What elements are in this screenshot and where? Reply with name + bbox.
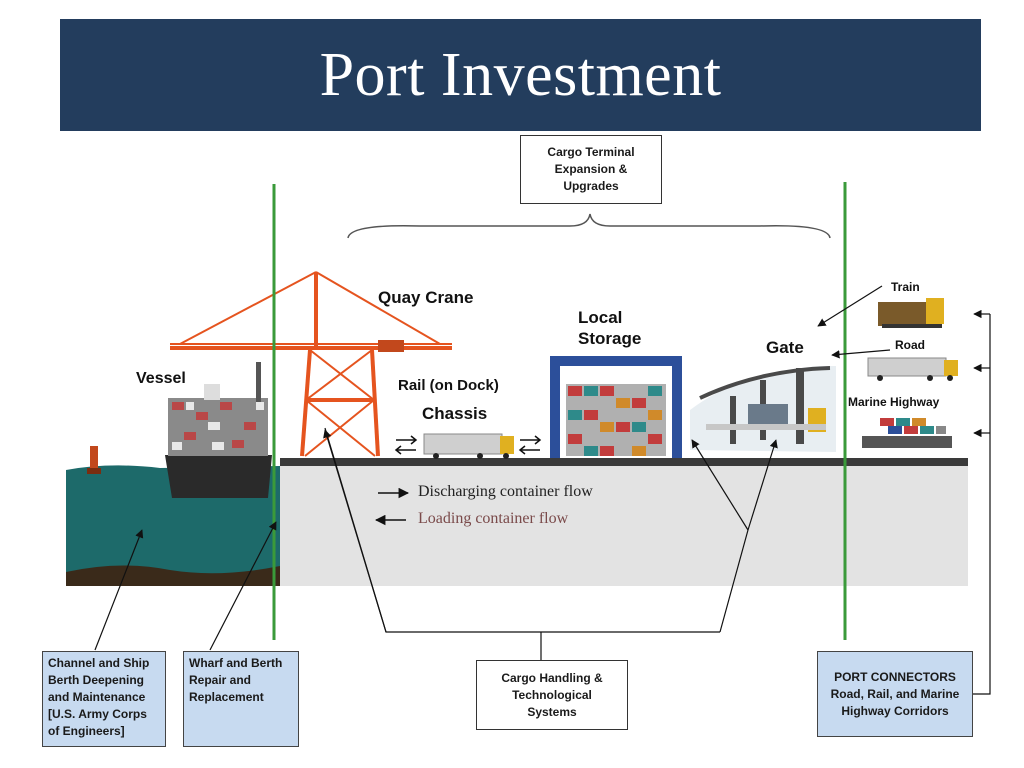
chassis-exchange-arrows <box>394 435 542 455</box>
loading-flow-label: Loading container flow <box>418 510 569 527</box>
label-road: Road <box>895 338 925 352</box>
label-marine-highway: Marine Highway <box>848 395 940 409</box>
seabed <box>66 565 280 586</box>
label-vessel: Vessel <box>136 370 186 387</box>
marine-highway-connector <box>862 418 952 448</box>
label-quay-crane: Quay Crane <box>378 288 474 307</box>
discharging-flow-label: Discharging container flow <box>418 483 593 500</box>
train-connector <box>878 298 944 328</box>
gate-complex <box>690 366 836 452</box>
label-local-storage: Local Storage <box>578 308 642 348</box>
terminal-brace <box>347 213 831 239</box>
buoy <box>90 446 98 472</box>
vessel-ship <box>165 362 272 498</box>
wharf-arrow <box>209 521 277 651</box>
local-storage-yard <box>550 356 682 458</box>
port-connectors-box: PORT CONNECTORS Road, Rail, and Marine H… <box>817 651 973 737</box>
road-arrow <box>831 349 891 359</box>
connector-bracket <box>972 314 991 695</box>
title-bar: Port Investment <box>60 19 981 131</box>
quay-surface <box>280 458 968 466</box>
page-title: Port Investment <box>319 40 722 109</box>
label-train: Train <box>891 280 920 294</box>
quay-ground <box>280 462 968 586</box>
label-chassis: Chassis <box>422 404 488 423</box>
label-rail-on-dock: Rail (on Dock) <box>398 377 499 394</box>
train-arrow <box>817 285 883 327</box>
channel-box: Channel and Ship Berth Deepening and Mai… <box>42 651 166 747</box>
channel-arrow <box>94 529 144 651</box>
label-gate: Gate <box>766 338 804 357</box>
quay-crane <box>170 271 452 457</box>
chassis-truck <box>423 433 514 459</box>
crane-trolley <box>378 340 404 352</box>
cargo-handling-box: Cargo Handling & Technological Systems <box>476 660 628 730</box>
wharf-box: Wharf and Berth Repair and Replacement <box>183 651 299 747</box>
road-connector <box>867 357 958 381</box>
cargo-terminal-box: Cargo Terminal Expansion & Upgrades <box>520 135 662 204</box>
